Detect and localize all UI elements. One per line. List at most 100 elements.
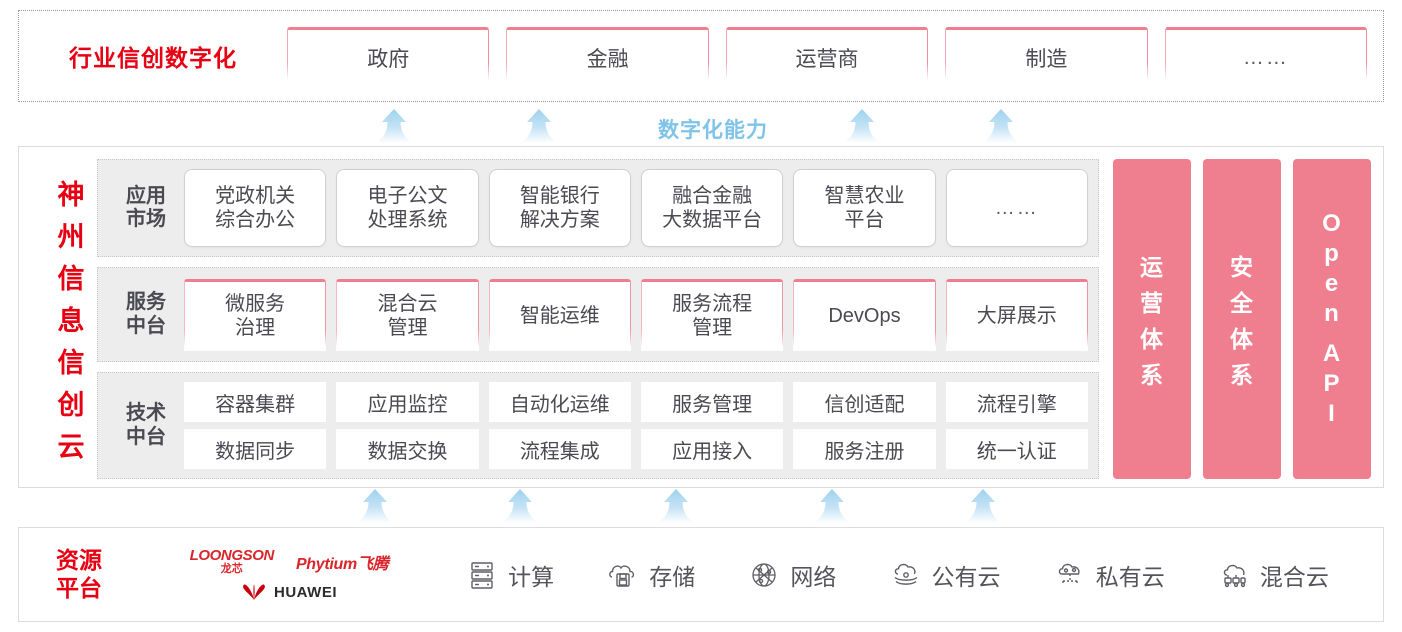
network-icon (747, 558, 781, 592)
up-arrow-icon (841, 108, 883, 144)
resource-item-compute[interactable]: 计算 (465, 558, 554, 592)
app-box-party-gov-office[interactable]: 党政机关综合办公 (184, 169, 327, 247)
resource-item-label: 计算 (508, 563, 555, 590)
phytium-logo: Phytium飞腾 (295, 555, 389, 573)
resource-item-list: 计算 存储 (439, 558, 1383, 592)
tech-box-data-exchange[interactable]: 数据交换 (336, 429, 479, 469)
svc-box-hybrid-cloud-management[interactable]: 混合云管理 (336, 278, 479, 351)
resource-item-storage[interactable]: 存储 (606, 558, 695, 592)
application-market-items: 党政机关综合办公 电子公文处理系统 智能银行解决方案 融合金融大数据平台 智慧农… (184, 168, 1088, 248)
resource-item-label: 混合云 (1259, 563, 1329, 590)
svc-box-label: 微服务治理 (225, 292, 286, 339)
app-box-label: 融合金融大数据平台 (662, 184, 763, 231)
svc-box-microservice-governance[interactable]: 微服务治理 (184, 278, 327, 351)
technology-platform-items: 容器集群 应用监控 自动化运维 服务管理 信创适配 流程引擎 数据同步 数据交换… (184, 381, 1088, 470)
industry-box-label: 制造 (1025, 47, 1068, 71)
svc-box-smart-ops[interactable]: 智能运维 (488, 278, 632, 351)
pillar-security-system[interactable]: 安 全 体 系 (1203, 159, 1281, 479)
tech-box-service-management[interactable]: 服务管理 (640, 382, 784, 422)
svc-box-big-screen-display[interactable]: 大屏展示 (945, 278, 1089, 351)
tech-box-automated-ops[interactable]: 自动化运维 (488, 382, 631, 422)
cloud-title-char: 神 (57, 179, 85, 210)
app-box-smart-bank-solution[interactable]: 智能银行解决方案 (488, 169, 631, 247)
tech-box-application-access[interactable]: 应用接入 (640, 429, 784, 469)
app-box-e-document-system[interactable]: 电子公文处理系统 (336, 169, 479, 247)
svc-box-service-process-management[interactable]: 服务流程管理 (640, 278, 784, 351)
tech-box-process-engine[interactable]: 流程引擎 (945, 382, 1088, 422)
resource-item-public-cloud[interactable]: 公有云 (889, 558, 1001, 592)
tech-box-process-integration[interactable]: 流程集成 (488, 429, 631, 469)
app-box-smart-agriculture-platform[interactable]: 智慧农业平台 (793, 169, 936, 247)
svc-box-label: 大屏展示 (976, 304, 1057, 327)
pillar-char: 体 (1230, 326, 1254, 352)
tech-box-container-cluster[interactable]: 容器集群 (184, 382, 327, 422)
pillar-char: e (1324, 270, 1340, 297)
cloud-title-char: 息 (57, 305, 85, 336)
app-box-label: 党政机关综合办公 (215, 184, 296, 231)
cloud-storage-icon (606, 558, 640, 592)
up-arrow-icon (518, 108, 560, 144)
up-arrow-icon (655, 488, 697, 524)
cloud-panel-title: 神 州 信 息 信 创 云 (45, 159, 97, 477)
pillar-char: I (1328, 400, 1336, 427)
pillar-char: 营 (1140, 290, 1164, 316)
resource-platform-panel: 资源 平台 LOONGSON 龙芯 Phytium飞腾 (18, 527, 1384, 622)
industry-box-government[interactable]: 政府 (287, 27, 490, 85)
resource-item-label: 存储 (649, 563, 696, 590)
svc-box-devops[interactable]: DevOps (793, 278, 936, 351)
loongson-logo-subtext: 龙芯 (220, 563, 243, 575)
pillar-char: 系 (1140, 362, 1164, 388)
resource-item-label: 网络 (790, 563, 837, 590)
industry-box-manufacturing[interactable]: 制造 (945, 27, 1149, 85)
pillar-open-api[interactable]: O p e n A P I (1293, 159, 1371, 479)
pillar-char: n (1324, 300, 1340, 327)
pillar-char: 运 (1140, 254, 1164, 280)
tech-box-data-sync[interactable]: 数据同步 (184, 429, 327, 469)
app-box-label: 电子公文处理系统 (367, 184, 448, 231)
industry-box-label: …… (1242, 45, 1289, 69)
up-arrow-icon (980, 108, 1022, 144)
industry-box-more[interactable]: …… (1164, 27, 1368, 85)
pillar-operations-system[interactable]: 运 营 体 系 (1113, 159, 1191, 479)
app-box-more[interactable]: …… (945, 169, 1088, 247)
app-box-finance-bigdata-platform[interactable]: 融合金融大数据平台 (640, 169, 784, 247)
server-icon (465, 558, 499, 592)
industry-box-finance[interactable]: 金融 (506, 27, 710, 85)
resource-item-network[interactable]: 网络 (747, 558, 836, 592)
tech-box-application-monitoring[interactable]: 应用监控 (336, 382, 479, 422)
cloud-title-char: 信 (57, 347, 85, 378)
industry-box-label: 运营商 (795, 47, 859, 71)
cloud-panel: 神 州 信 息 信 创 云 应用 市场 党政机关综合办公 电子公文处理系统 (18, 146, 1384, 488)
industry-box-list: 政府 金融 运营商 制造 …… (287, 27, 1383, 85)
svc-box-label: 混合云管理 (377, 292, 438, 339)
tech-box-service-registry[interactable]: 服务注册 (793, 429, 936, 469)
capability-label: 数字化能力 (658, 119, 768, 142)
cloud-title-char: 信 (57, 263, 85, 294)
tech-box-xinchuang-adaptation[interactable]: 信创适配 (793, 382, 936, 422)
pillar-column: 运 营 体 系 安 全 体 系 O p e n A (1099, 159, 1371, 479)
technology-row-2: 数据同步 数据交换 流程集成 应用接入 服务注册 统一认证 (184, 429, 1088, 469)
loongson-logo-text: LOONGSON (189, 547, 275, 564)
industry-box-telecom[interactable]: 运营商 (725, 27, 929, 85)
tech-box-unified-auth[interactable]: 统一认证 (945, 429, 1088, 469)
resource-platform-title: 资源 平台 (56, 546, 102, 601)
resource-item-label: 公有云 (931, 563, 1001, 590)
resource-item-private-cloud[interactable]: 私有云 (1053, 558, 1165, 592)
industry-box-label: 金融 (586, 47, 629, 71)
up-arrow-icon (499, 488, 541, 524)
up-arrow-icon (811, 488, 853, 524)
vendor-logo-row-1: LOONGSON 龙芯 Phytium飞腾 (190, 548, 389, 575)
layer-label-technology-platform: 技术 中台 (126, 402, 166, 448)
up-arrow-icon (354, 488, 396, 524)
technology-row-1: 容器集群 应用监控 自动化运维 服务管理 信创适配 流程引擎 (184, 382, 1088, 422)
pillar-char: P (1323, 370, 1341, 397)
resource-arrow-strip (18, 488, 1384, 524)
pillar-char: A (1322, 340, 1342, 367)
hybrid-cloud-icon (1217, 558, 1251, 592)
cloud-title-char: 云 (57, 431, 85, 462)
resource-item-hybrid-cloud[interactable]: 混合云 (1217, 558, 1329, 592)
app-box-label: 智慧农业平台 (824, 184, 905, 231)
up-arrow-icon (962, 488, 1004, 524)
layer-technology-platform: 技术 中台 容器集群 应用监控 自动化运维 服务管理 信创适配 流程引擎 (97, 372, 1099, 479)
